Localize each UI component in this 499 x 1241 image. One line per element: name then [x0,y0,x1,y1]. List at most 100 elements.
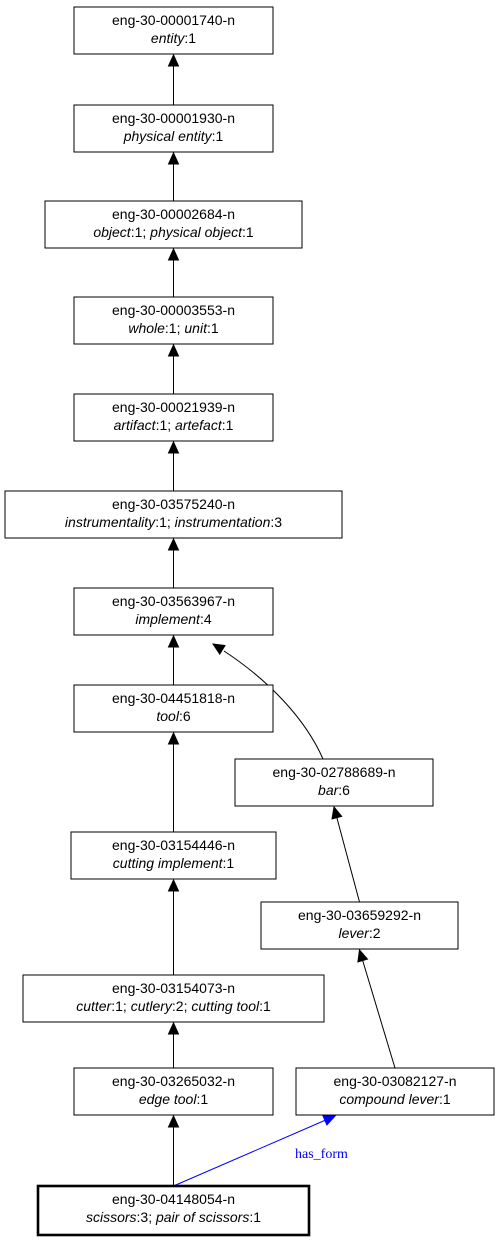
sense-number: :1 [131,224,143,240]
arrowhead [167,247,180,261]
word-separator: ; [148,1209,156,1225]
lemma: entity [151,30,185,46]
lemma: artifact [114,417,157,433]
synset-id: eng-30-03154073-n [112,980,235,996]
sense-number: :6 [338,782,350,798]
lemma: instrumentation [175,514,271,530]
hypernym-edge [167,247,180,297]
hypernym-edge [167,731,180,832]
node-box [260,901,459,950]
word-separator: ; [123,998,131,1014]
arrowhead [357,948,369,963]
lemma: unit [184,320,208,336]
sense-number: :1 [207,320,219,336]
synset-node[interactable]: eng-30-00001930-n physical entity:1 [73,104,274,153]
synset-words: cutting implement:1 [113,855,235,871]
hypernym-edge [167,440,180,491]
lemma: instrumentality [65,514,156,530]
sense-number: :1 [111,998,123,1014]
relation-edge: has_form [173,1115,348,1187]
arrowhead [167,151,180,165]
hypernym-edge [167,537,180,588]
node-box [44,200,303,249]
node-box [73,6,274,55]
sense-number: :2 [172,998,184,1014]
synset-id: eng-30-04148054-n [112,1191,235,1207]
lemma: tool [156,708,179,724]
hypernym-edge [211,643,324,760]
sense-number: :1 [242,224,254,240]
synset-id: eng-30-00003553-n [112,302,235,318]
synset-id: eng-30-00002684-n [112,206,235,222]
synset-words: bar:6 [318,782,350,798]
synset-id: eng-30-00021939-n [112,399,235,415]
sense-number: :3 [137,1209,149,1225]
sense-number: :1 [259,998,271,1014]
edges-layer: has_form [167,53,396,1187]
synset-id: eng-30-03154446-n [112,837,235,853]
sense-number: :1 [223,855,235,871]
synset-words: object:1; physical object:1 [93,224,254,240]
synset-words: lever:2 [338,925,380,941]
hypernym-edge [167,1021,180,1068]
hypernym-edge [357,948,396,1069]
synset-node[interactable]: eng-30-03154446-n cutting implement:1 [70,831,277,880]
sense-number: :2 [369,925,381,941]
synset-words: entity:1 [151,30,196,46]
node-box [73,296,274,345]
node-box [70,831,277,880]
sense-number: :1 [222,417,234,433]
synset-id: eng-30-03563967-n [112,593,235,609]
lemma: cutting tool [191,998,260,1014]
node-box [22,974,325,1023]
arrowhead [167,1114,180,1128]
sense-number: :1 [156,417,168,433]
edge-line [223,650,324,760]
node-box [73,684,274,733]
hypernym-edge [167,634,180,685]
node-box [73,1067,274,1116]
hypernym-edge [167,151,180,201]
synset-node[interactable]: eng-30-03265032-n edge tool:1 [73,1067,274,1116]
synset-words: edge tool:1 [139,1091,208,1107]
hypernym-edge [331,805,360,903]
arrowhead [167,440,180,454]
synset-id: eng-30-04451818-n [112,690,235,706]
node-box [73,587,274,636]
lemma: artefact [175,417,223,433]
arrowhead [167,343,180,357]
arrowhead [167,634,180,648]
arrowhead [331,805,343,820]
arrowhead [211,643,226,655]
synset-id: eng-30-03082127-n [334,1073,457,1089]
sense-number: :1 [165,320,177,336]
synset-words: physical entity:1 [123,128,224,144]
lemma: bar [318,782,340,798]
lemma: object [93,224,131,240]
lemma: cutlery [131,998,173,1014]
synset-id: eng-30-03265032-n [112,1073,235,1089]
arrowhead [167,53,180,67]
word-separator: ; [167,514,175,530]
lemma: compound lever [339,1091,440,1107]
synset-words: instrumentality:1; instrumentation:3 [65,514,282,530]
lemma: physical entity [123,128,213,144]
synset-id: eng-30-00001930-n [112,110,235,126]
synset-node[interactable]: eng-30-00002684-n object:1; physical obje… [44,200,303,249]
sense-number: :1 [155,514,167,530]
hypernym-edge [167,878,180,975]
lemma: edge tool [139,1091,197,1107]
lemma: cutting implement [113,855,224,871]
